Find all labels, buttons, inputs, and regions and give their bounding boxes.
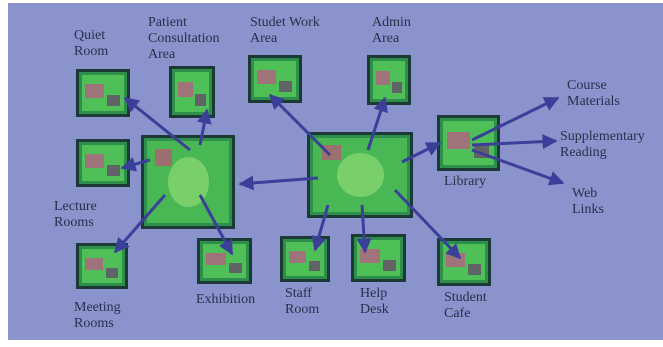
exhibition-label: Exhibition xyxy=(196,292,256,307)
web-links-label: Web Links xyxy=(572,186,604,217)
library-label: Library xyxy=(444,174,486,189)
help-desk-label: Help Desk xyxy=(360,286,389,317)
help-desk-thumbnail[interactable] xyxy=(351,234,406,282)
student-cafe-thumbnail[interactable] xyxy=(437,238,491,286)
meeting-rooms-thumbnail[interactable] xyxy=(76,243,128,289)
staff-room-label: Staff Room xyxy=(285,286,320,317)
lecture-rooms-label: Lecture Rooms xyxy=(54,199,97,230)
quiet-room-thumbnail[interactable] xyxy=(76,69,130,117)
patient-consultation-thumbnail[interactable] xyxy=(169,66,215,118)
student-work-area-thumbnail[interactable] xyxy=(248,55,302,103)
lecture-rooms-thumbnail[interactable] xyxy=(76,139,130,187)
quiet-room-label: Quiet Room xyxy=(74,28,109,59)
supplementary-reading-label: Supplementary Reading xyxy=(560,129,645,160)
exhibition-thumbnail[interactable] xyxy=(197,238,252,284)
library-thumbnail[interactable] xyxy=(437,115,500,171)
admin-area-label: Admin Area xyxy=(372,15,411,46)
course-materials-label: Course Materials xyxy=(567,78,620,109)
patient-consultation-label: Patient Consultation Area xyxy=(148,15,220,62)
meeting-rooms-label: Meeting Rooms xyxy=(74,300,121,331)
admin-area-thumbnail[interactable] xyxy=(367,55,411,105)
student-work-area-label: Studet Work Area xyxy=(250,15,320,46)
student-cafe-label: Student Cafe xyxy=(444,290,487,321)
central-hub-thumbnail[interactable] xyxy=(307,132,413,218)
staff-room-thumbnail[interactable] xyxy=(280,236,330,282)
west-hub-thumbnail[interactable] xyxy=(141,135,235,229)
